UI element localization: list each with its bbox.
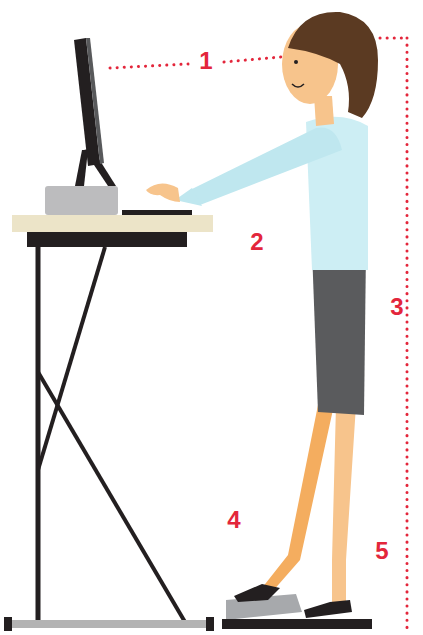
floor-mat bbox=[222, 619, 372, 629]
callout-number: 1 bbox=[199, 49, 212, 73]
woman bbox=[146, 12, 378, 618]
callout-number: 4 bbox=[227, 508, 240, 532]
desk bbox=[4, 215, 214, 631]
callout-number: 3 bbox=[390, 295, 403, 319]
guide-lines bbox=[110, 38, 407, 628]
monitor bbox=[45, 38, 192, 215]
callout-number: 5 bbox=[375, 539, 388, 563]
callout-number: 2 bbox=[250, 230, 263, 254]
